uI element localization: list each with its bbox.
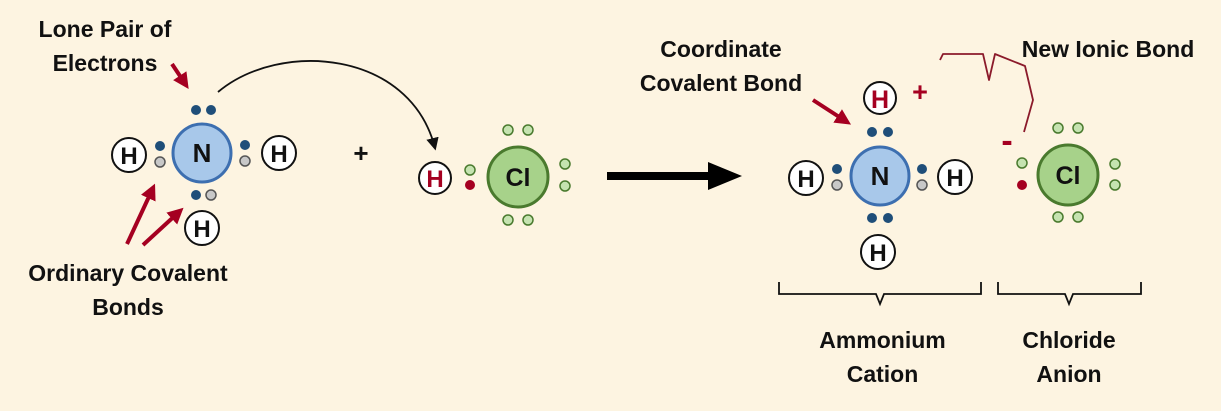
lone-pair-electron xyxy=(206,105,216,115)
hydrogen-symbol: H xyxy=(946,165,963,192)
hydrogen-chloride-molecule: H Cl xyxy=(418,124,571,226)
ionic-bond-bracket xyxy=(939,53,1034,133)
bond-electron xyxy=(205,189,217,201)
hydrogen-symbol-red: H xyxy=(426,166,443,193)
ordinary-covalent-label-line2: Bonds xyxy=(92,294,164,320)
chlorine-electron xyxy=(1052,122,1064,134)
bond-electron xyxy=(465,180,475,190)
new-ionic-bond-label: New Ionic Bond xyxy=(1021,36,1195,62)
bond-electron xyxy=(917,164,927,174)
chlorine-electron xyxy=(502,214,514,226)
lone-pair-label-line2: Electrons xyxy=(52,50,158,76)
chloride-bracket xyxy=(997,282,1142,307)
hydrogen-atom xyxy=(261,135,297,171)
bond-electron xyxy=(883,213,893,223)
ammonium-cation-label-line2: Cation xyxy=(846,361,919,387)
hydrogen-atom xyxy=(788,160,824,196)
hydrogen-symbol: H xyxy=(270,141,287,168)
lone-pair-label: Lone Pair of Electrons xyxy=(20,12,190,80)
hydrogen-symbol: H xyxy=(797,166,814,193)
chlorine-electron xyxy=(1109,179,1121,191)
hydrogen-symbol: H xyxy=(193,216,210,243)
chlorine-electron xyxy=(1072,122,1084,134)
coordinate-bond-electron xyxy=(867,127,877,137)
negative-charge: - xyxy=(1001,122,1012,160)
lone-pair-label-line1: Lone Pair of xyxy=(38,16,172,42)
hydrogen-atom xyxy=(111,137,147,173)
hydrogen-symbol: H xyxy=(869,240,886,267)
chlorine-electron xyxy=(559,158,571,170)
chlorine-symbol-left: Cl xyxy=(506,164,531,192)
nitrogen-symbol-left: N xyxy=(193,138,212,168)
chlorine-electron xyxy=(1017,180,1027,190)
chlorine-electron xyxy=(1109,158,1121,170)
chlorine-electron xyxy=(522,214,534,226)
ammonium-cation-label: Ammonium Cation xyxy=(785,323,980,391)
chlorine-symbol-right: Cl xyxy=(1056,162,1081,190)
chlorine-electron xyxy=(522,124,534,136)
coordinate-covalent-label: Coordinate Covalent Bond xyxy=(625,32,817,100)
hydrogen-atom xyxy=(863,81,897,115)
chlorine-electron xyxy=(559,180,571,192)
ammonium-ion: H N H H H xyxy=(788,81,973,270)
chloride-anion-label: Chloride Anion xyxy=(990,323,1148,391)
chlorine-atom-right xyxy=(1036,143,1100,207)
positive-charge: + xyxy=(912,77,928,107)
chloride-anion-label-line2: Anion xyxy=(1036,361,1102,387)
lone-pair-electron xyxy=(191,105,201,115)
bond-electron xyxy=(832,164,842,174)
bond-electron xyxy=(191,190,201,200)
nitrogen-atom-right xyxy=(849,145,911,207)
ammonium-bracket xyxy=(778,282,982,307)
hydrogen-atom xyxy=(184,210,220,246)
ordinary-bond-pointer-arrow xyxy=(125,183,156,245)
bond-electron xyxy=(155,141,165,151)
nitrogen-atom-left xyxy=(171,122,233,184)
hydrogen-atom xyxy=(937,159,973,195)
coordinate-covalent-label-line2: Covalent Bond xyxy=(639,70,803,96)
bond-electron xyxy=(916,179,928,191)
curved-arrow xyxy=(217,60,439,151)
bond-electron xyxy=(831,179,843,191)
ordinary-bond-pointer-arrow xyxy=(141,207,184,247)
ammonia-molecule: N H H H xyxy=(111,105,297,246)
chlorine-electron xyxy=(502,124,514,136)
chloride-ion: Cl xyxy=(1016,122,1121,223)
chlorine-atom-left xyxy=(486,145,550,209)
bond-electron xyxy=(239,155,251,167)
hydrogen-atom xyxy=(418,161,452,195)
bond-electron xyxy=(154,156,166,168)
lone-pair-pointer-arrow xyxy=(170,62,189,89)
hydrogen-symbol-red: H xyxy=(871,86,889,114)
chlorine-electron xyxy=(1052,211,1064,223)
hydrogen-atom xyxy=(860,234,896,270)
coordinate-bond-pointer-arrow xyxy=(811,98,852,125)
ordinary-covalent-label: Ordinary Covalent Bonds xyxy=(10,256,246,324)
bond-electron xyxy=(867,213,877,223)
bond-electron xyxy=(464,164,476,176)
hydrogen-symbol: H xyxy=(120,143,137,170)
ammonium-cation-label-line1: Ammonium xyxy=(819,327,946,353)
ordinary-covalent-label-line1: Ordinary Covalent xyxy=(28,260,228,286)
nitrogen-symbol-right: N xyxy=(871,161,890,191)
coordinate-covalent-label-line1: Coordinate xyxy=(660,36,782,62)
chlorine-electron xyxy=(1072,211,1084,223)
chlorine-electron xyxy=(1016,157,1028,169)
reaction-arrow-head xyxy=(708,162,742,190)
bond-electron xyxy=(240,140,250,150)
coordinate-bond-electron xyxy=(883,127,893,137)
plus-sign: + xyxy=(353,138,368,168)
chloride-anion-label-line1: Chloride xyxy=(1022,327,1116,353)
